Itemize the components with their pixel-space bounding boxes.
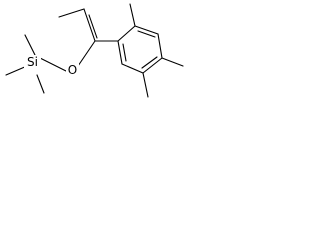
oxygen-atom-label: O xyxy=(68,63,77,77)
ring-bond-1 xyxy=(117,25,136,42)
bond-si-methyl-up xyxy=(24,34,36,56)
silicon-atom-label: Si xyxy=(27,55,38,69)
ring-inner-bond-b xyxy=(141,56,158,69)
bond-ortho-methyl-top xyxy=(129,3,136,27)
ring-bond-6 xyxy=(117,40,123,65)
ring-bond-2 xyxy=(134,25,159,35)
bond-methyl-ch xyxy=(58,8,85,18)
bond-c-o xyxy=(77,40,96,67)
chemical-structure: O Si xyxy=(5,3,184,98)
silicon-label-bg xyxy=(24,55,41,69)
ring-bond-3 xyxy=(157,33,163,59)
bond-ch-c-double-outer xyxy=(83,8,96,42)
bond-si-methyl-down xyxy=(36,74,45,94)
ring-inner-bond-a xyxy=(137,30,156,38)
bond-ch-c-double-inner xyxy=(88,14,98,39)
ring-inner-bond-c xyxy=(122,43,127,62)
bond-ortho-methyl-bottom xyxy=(142,72,149,98)
bond-o-si xyxy=(39,57,69,73)
oxygen-label-bg xyxy=(66,63,79,77)
ring-bond-4 xyxy=(142,57,163,74)
bond-si-methyl-left xyxy=(5,65,28,76)
bond-para-methyl xyxy=(161,57,184,67)
ring-bond-5 xyxy=(121,63,144,74)
